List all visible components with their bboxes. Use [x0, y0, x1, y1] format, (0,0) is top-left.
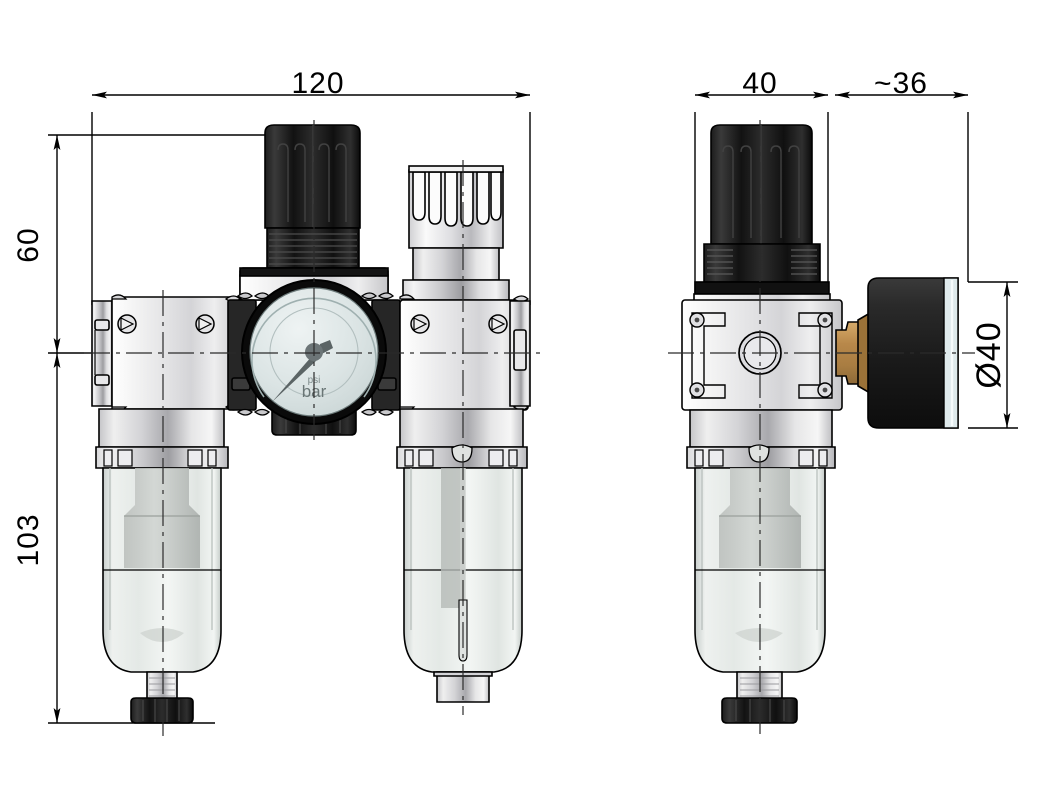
lubricator-cap-neck [412, 247, 500, 281]
clip-icon [111, 294, 128, 300]
lock-ring-knurls-right [791, 249, 817, 275]
lubricator-body-screws [410, 314, 508, 334]
bayonet-tooth [508, 449, 518, 467]
bayonet-tooth [103, 449, 113, 467]
dimension-label-103: 103 [12, 513, 45, 566]
bracket-slot-top [94, 319, 110, 331]
bayonet-tooth [818, 449, 828, 467]
front-view-centerlines [84, 120, 545, 740]
side-view [668, 120, 975, 740]
lock-ring-knurls [269, 233, 357, 265]
filter-body-screws [117, 314, 215, 334]
bayonet-tooth [694, 449, 704, 467]
screw-center [822, 317, 828, 323]
front-view: psi bar [84, 120, 545, 740]
knob-ribs [277, 143, 347, 222]
filter-bowl-neck [98, 408, 225, 448]
screw-center [694, 317, 700, 323]
dimension-layer [48, 91, 1018, 724]
lock-ring-knurls-left [707, 249, 733, 275]
filter-baffle [735, 628, 783, 642]
regulator-lock-ring[interactable] [266, 227, 360, 269]
bayonet-tooth [404, 449, 414, 467]
clip-icon [377, 408, 395, 416]
drain-knob-ribs [142, 699, 180, 722]
fill-cap-rim [408, 165, 504, 173]
dimension-label-dia40: Ø40 [970, 321, 1008, 388]
dimension-label-120: 120 [291, 67, 344, 100]
clip-icon [236, 408, 254, 416]
screw-slot-icon [413, 317, 428, 331]
bayonet-tooth [187, 449, 203, 467]
screw-center [694, 387, 700, 393]
bayonet-teeth [694, 449, 828, 467]
bracket-slot-bottom [94, 374, 110, 386]
bayonet-teeth [103, 449, 217, 467]
dimension-label-36: ~36 [874, 67, 928, 100]
bayonet-tooth [207, 449, 217, 467]
sight-dome [748, 444, 770, 463]
clip-icon [236, 292, 254, 300]
clip-icon [360, 408, 378, 416]
regulator-knob-side[interactable] [694, 124, 830, 295]
dimension-label-60: 60 [12, 227, 45, 262]
drain-valve-knob[interactable] [130, 697, 194, 724]
filter-element [124, 468, 200, 568]
screw-slot-icon [198, 317, 213, 331]
clip-icon [253, 408, 271, 416]
bayonet-tooth [418, 449, 434, 467]
spline [460, 171, 474, 227]
filter-baffle [140, 628, 184, 642]
side-view-centerlines [668, 120, 975, 740]
bayonet-tooth [708, 449, 724, 467]
spline [476, 171, 490, 225]
bracket-slot [513, 329, 527, 371]
gauge-needle [272, 356, 317, 402]
dimension-label-40: 40 [742, 67, 777, 100]
drain-threads [149, 677, 175, 697]
regulator-clips [236, 292, 395, 416]
clip-icon [360, 292, 378, 300]
screw-center [822, 387, 828, 393]
bayonet-tooth [117, 449, 133, 467]
spline [490, 171, 502, 221]
body-recess-left [691, 312, 726, 399]
screw-slot-icon [120, 317, 135, 331]
bayonet-teeth [404, 449, 518, 467]
regulator-housing-band-side [694, 281, 830, 295]
drain-knob-ribs [735, 699, 785, 722]
lubricator-bowl-neck [399, 408, 524, 448]
spline [444, 171, 458, 227]
side-bowl-neck [689, 409, 833, 448]
knob-ribs [722, 145, 800, 238]
fill-cap-splines [412, 171, 502, 227]
regulator-body-side [681, 293, 843, 448]
clip-icon [399, 294, 416, 300]
bayonet-tooth [488, 449, 504, 467]
clip-icon [377, 292, 395, 300]
lubricator-unit [396, 165, 531, 703]
sight-dome [451, 444, 473, 463]
spline [428, 171, 442, 225]
screw-slot-icon [491, 317, 506, 331]
spline [412, 171, 426, 221]
lubricator-flange [402, 279, 510, 301]
side-body-screws [689, 312, 833, 398]
bayonet-tooth [798, 449, 814, 467]
